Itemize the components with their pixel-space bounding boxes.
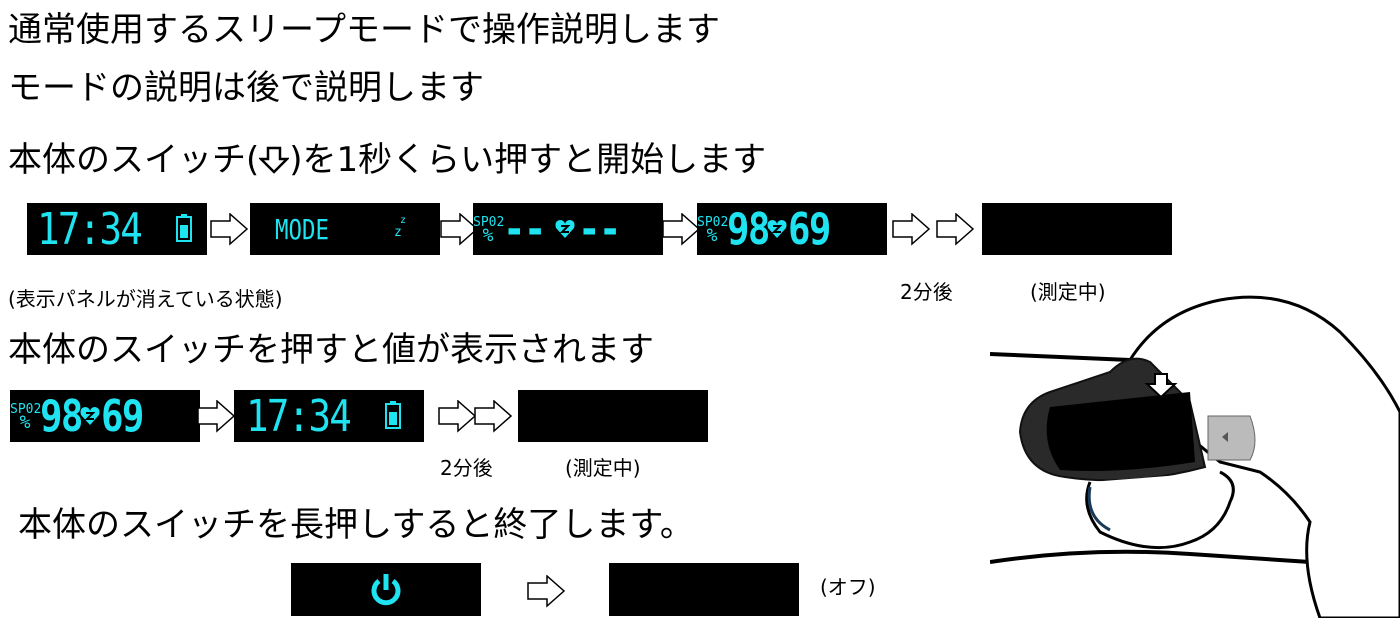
- battery-icon: [385, 400, 401, 429]
- clock-value: 17:34: [37, 203, 143, 255]
- heart-icon: [554, 219, 576, 239]
- display-off: [982, 203, 1172, 255]
- hand-oximeter-illustration: [990, 295, 1400, 618]
- arrow-right-icon: [892, 213, 930, 245]
- percent-label: %: [706, 225, 718, 246]
- display-off: [518, 390, 708, 442]
- power-icon: [371, 574, 401, 606]
- svg-text:z: z: [394, 225, 402, 240]
- spo2-unit: SP02%: [473, 215, 505, 246]
- display-off: [609, 563, 799, 616]
- heading-show-values: 本体のスイッチを押すと値が表示されます: [8, 330, 654, 370]
- heart-icon: [766, 219, 788, 239]
- display-power: [291, 563, 481, 616]
- spo2-unit: SP02%: [10, 402, 42, 433]
- heading-start: 本体のスイッチ( )を1秒くらい押すと開始します: [8, 140, 766, 180]
- arrow-right-icon: [527, 575, 565, 607]
- clock-value: 17:34: [246, 390, 352, 442]
- pulse-dashes: --: [577, 203, 621, 255]
- spo2-label: SP02: [10, 402, 42, 417]
- display-clock: 17:34: [27, 203, 207, 255]
- battery-icon: [176, 213, 192, 242]
- mode-label: MODE: [275, 212, 329, 246]
- start-text-b: )を1秒くらい押すと開始します: [289, 140, 767, 180]
- caption-off: (オフ): [820, 575, 876, 599]
- heading-power-off: 本体のスイッチを長押しすると終了します。: [18, 505, 694, 545]
- arrow-right-icon: [197, 400, 235, 432]
- pulse-value: 69: [100, 390, 144, 442]
- display-spo2-values: SP02% 98 69: [697, 203, 887, 255]
- svg-text:z: z: [400, 215, 406, 226]
- down-arrow-icon: [258, 146, 291, 174]
- spo2-label: SP02: [473, 215, 505, 230]
- arrow-right-icon: [662, 213, 700, 245]
- arrow-right-icon: [438, 400, 476, 432]
- spo2-value: 98: [40, 390, 83, 442]
- spo2-unit: SP02%: [697, 215, 729, 246]
- spo2-label: SP02: [697, 215, 729, 230]
- start-text-a: 本体のスイッチ(: [8, 140, 260, 180]
- percent-label: %: [482, 225, 494, 246]
- arrow-right-icon: [474, 400, 512, 432]
- heart-icon: [79, 406, 101, 426]
- heading-mode-note: モードの説明は後で説明します: [8, 68, 484, 108]
- arrow-right-icon: [936, 213, 974, 245]
- display-spo2-values: SP02% 98 69: [10, 390, 200, 442]
- spo2-value: 98: [727, 203, 770, 255]
- caption-after-2min: 2分後: [900, 280, 953, 304]
- percent-label: %: [19, 412, 31, 433]
- moon-sleep-icon: zz: [381, 213, 406, 245]
- arrow-right-icon: [210, 213, 248, 245]
- display-clock: 17:34: [234, 390, 424, 442]
- caption-panel-off: (表示パネルが消えている状態): [8, 287, 283, 311]
- pulse-value: 69: [787, 203, 831, 255]
- display-spo2-empty: SP02% -- --: [473, 203, 663, 255]
- caption-measuring: (測定中): [1030, 280, 1106, 304]
- heading-sleep-mode: 通常使用するスリープモードで操作説明します: [8, 10, 720, 50]
- caption-after-2min: 2分後: [440, 456, 493, 480]
- spo2-dashes: --: [503, 203, 546, 255]
- caption-measuring: (測定中): [565, 456, 641, 480]
